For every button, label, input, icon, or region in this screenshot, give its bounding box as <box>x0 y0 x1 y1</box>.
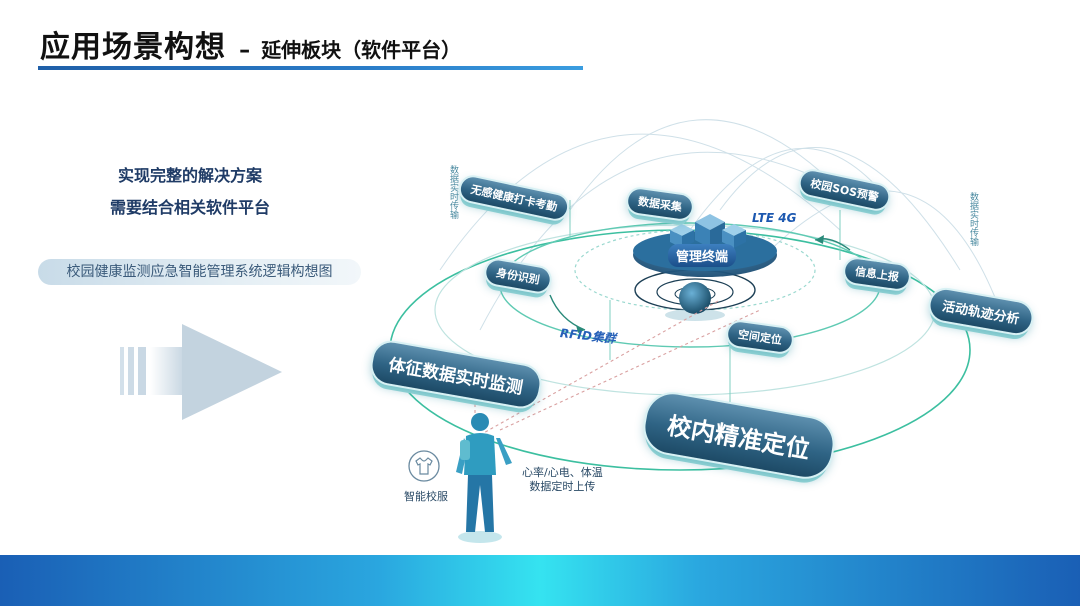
title-main: 应用场景构想 <box>40 30 226 65</box>
wearer-note-line-2: 数据定时上传 <box>529 480 596 493</box>
title-dash: – <box>239 38 251 63</box>
footer-band <box>0 555 1080 606</box>
tshirt-icon <box>408 450 440 482</box>
side-text-left: 数据实时传输 <box>448 165 458 219</box>
wearer-note-line-1: 心率/心电、体温 <box>522 466 603 479</box>
server-cubes-icon <box>670 214 746 248</box>
intro-line-2: 需要结合相关软件平台 <box>109 198 270 217</box>
wearer-note: 心率/心电、体温 数据定时上传 <box>522 466 603 494</box>
student-figure <box>456 413 512 543</box>
intro-text: 实现完整的解决方案 需要结合相关软件平台 <box>60 160 320 224</box>
page-title: 应用场景构想 – 延伸板块（软件平台） <box>40 22 461 66</box>
intro-line-1: 实现完整的解决方案 <box>117 166 262 185</box>
globe-icon <box>679 282 711 314</box>
diagram-caption: 校园健康监测应急智能管理系统逻辑构想图 <box>38 259 361 285</box>
side-text-right: 数据实时传输 <box>968 192 978 246</box>
shirt-label: 智能校服 <box>404 490 448 503</box>
arrow-right-icon <box>120 324 282 420</box>
title-subtitle: 延伸板块（软件平台） <box>261 38 462 62</box>
hub-label: 管理终端 <box>668 244 737 267</box>
title-underline <box>38 66 583 70</box>
lte-label: LTE 4G <box>752 211 797 225</box>
